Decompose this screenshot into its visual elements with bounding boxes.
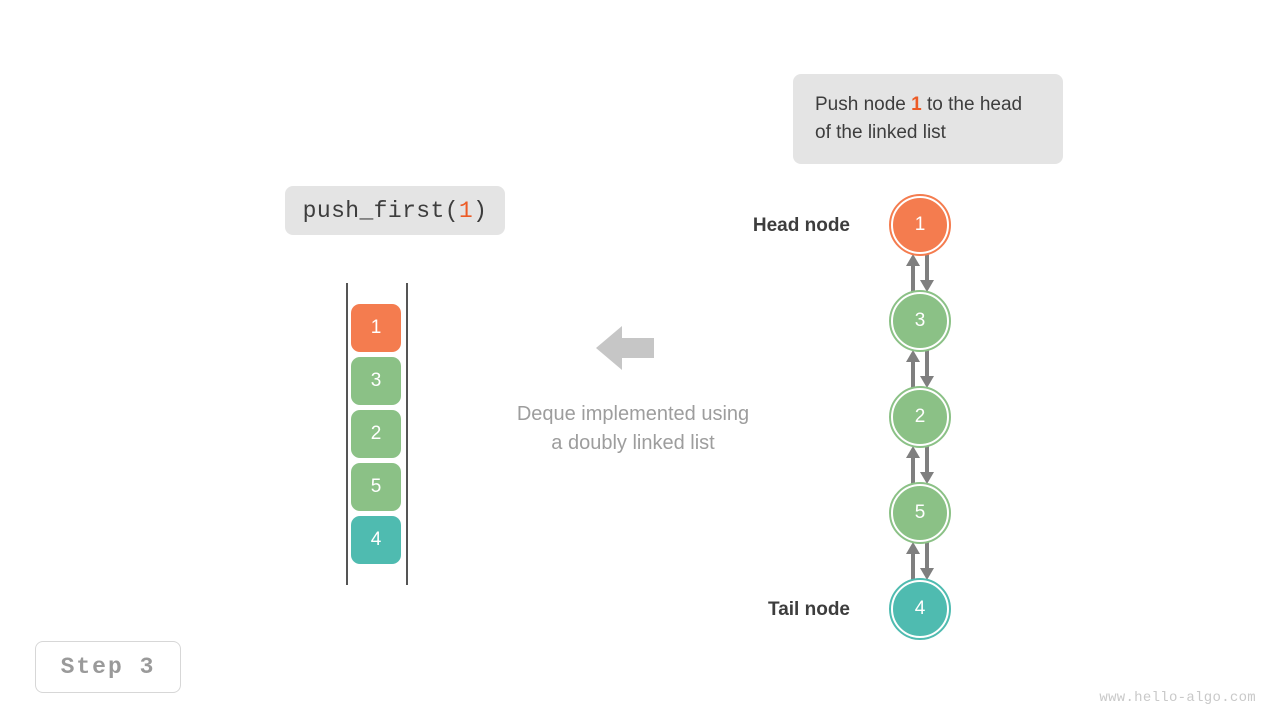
linked-list-node: 3 bbox=[889, 290, 951, 352]
linked-list-node-value: 1 bbox=[914, 214, 926, 235]
callout-highlight-value: 1 bbox=[911, 94, 922, 115]
link-arrow-pair bbox=[891, 446, 949, 484]
linked-list-node: 1 bbox=[889, 194, 951, 256]
link-arrow-pair bbox=[891, 254, 949, 292]
diagram-caption: Deque implemented using a doubly linked … bbox=[453, 400, 813, 458]
step-badge: Step 3 bbox=[35, 641, 181, 693]
deque-block-value: 5 bbox=[370, 476, 382, 497]
operation-suffix: ) bbox=[473, 197, 488, 224]
deque-block: 1 bbox=[351, 304, 401, 352]
tail-node-label: Tail node bbox=[768, 599, 850, 620]
deque-block: 4 bbox=[351, 516, 401, 564]
deque-rail-right bbox=[406, 283, 408, 585]
deque-block-value: 1 bbox=[370, 317, 382, 338]
deque-block-value: 2 bbox=[370, 423, 382, 444]
operation-prefix: push_first( bbox=[302, 197, 459, 224]
link-arrow-pair bbox=[891, 350, 949, 388]
caption-line-2: a doubly linked list bbox=[551, 432, 715, 454]
deque-block-list: 1 3 2 5 4 bbox=[351, 304, 401, 569]
callout-text-before: Push node bbox=[815, 94, 912, 115]
callout-text-after: to the head of the linked list bbox=[815, 94, 1023, 143]
callout-box: Push node 1 to the head of the linked li… bbox=[793, 74, 1063, 164]
caption-line-1: Deque implemented using bbox=[516, 403, 750, 425]
linked-list-node-value: 5 bbox=[914, 502, 926, 523]
deque-block: 3 bbox=[351, 357, 401, 405]
linked-list-node-value: 2 bbox=[914, 406, 926, 427]
deque-block: 2 bbox=[351, 410, 401, 458]
deque-block-value: 4 bbox=[370, 529, 382, 550]
head-node-label: Head node bbox=[752, 215, 850, 236]
linked-list-node: 4 bbox=[889, 578, 951, 640]
arrow-left-icon bbox=[596, 323, 656, 373]
operation-label: push_first(1) bbox=[285, 186, 505, 235]
linked-list-nodes: 1 3 2 5 4 bbox=[860, 190, 980, 650]
operation-argument: 1 bbox=[458, 197, 474, 224]
linked-list-node-value: 4 bbox=[914, 598, 926, 619]
linked-list-node: 5 bbox=[889, 482, 951, 544]
linked-list-node: 2 bbox=[889, 386, 951, 448]
link-arrow-pair bbox=[891, 542, 949, 580]
deque-block-value: 3 bbox=[370, 370, 382, 391]
deque-rail-left bbox=[346, 283, 348, 585]
watermark-text: www.hello-algo.com bbox=[1099, 690, 1256, 706]
linked-list-node-value: 3 bbox=[914, 310, 926, 331]
deque-block: 5 bbox=[351, 463, 401, 511]
deque-stack: 1 3 2 5 4 bbox=[340, 283, 412, 585]
